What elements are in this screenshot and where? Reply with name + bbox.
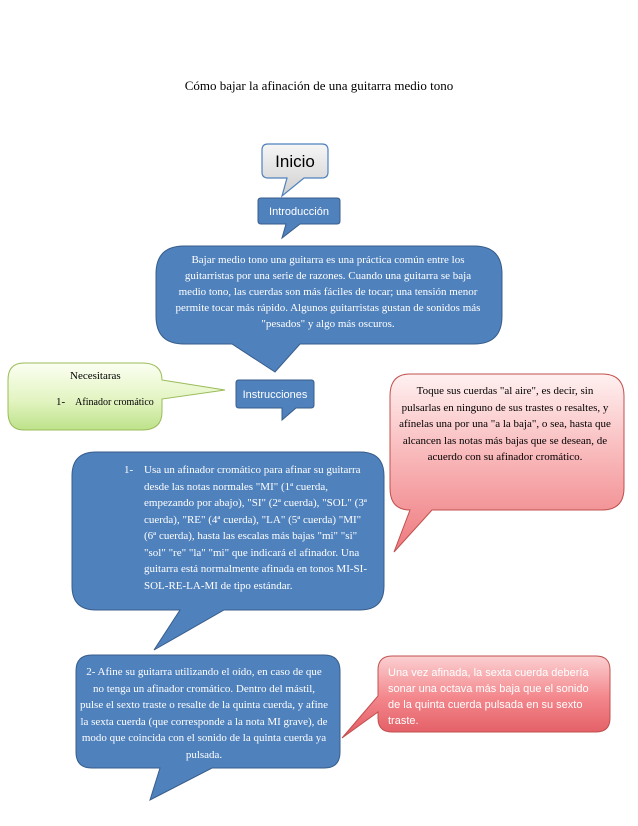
necesitaras-callout xyxy=(7,362,226,431)
paso1-callout xyxy=(71,451,385,651)
toque-cuerdas-text: Toque sus cuerdas "al aire", es decir, s… xyxy=(399,385,611,463)
necesitaras-item-label: Afinador cromático xyxy=(75,397,154,408)
bajar-medio-tono-text: Bajar medio tono una guitarra es una prá… xyxy=(175,254,481,330)
paso1-block: 1- Usa un afinador cromático para afinar… xyxy=(124,462,374,594)
paso1-number: 1- xyxy=(124,464,134,476)
introduccion-callout xyxy=(257,197,341,240)
toque-callout xyxy=(389,373,625,553)
instrucciones-callout xyxy=(235,379,315,422)
bajar-callout xyxy=(155,245,503,373)
inicio-label: Inicio xyxy=(275,152,315,171)
necesitaras-item-number: 1- xyxy=(56,396,66,408)
diagram-title: Cómo bajar la afinación de una guitarra … xyxy=(184,78,454,93)
necesitaras-title: Necesitaras xyxy=(70,370,121,382)
necesitaras-item: 1- Afinador cromático xyxy=(56,396,154,408)
paso2-text: 2- Afine su guitarra utilizando el oído,… xyxy=(80,666,329,761)
introduccion-label: Introducción xyxy=(269,206,329,218)
vez-callout xyxy=(341,655,611,739)
paso1-text: Usa un afinador cromático para afinar su… xyxy=(144,464,367,592)
paso2-callout xyxy=(75,654,341,801)
una-vez-afinada-text: Una vez afinada, la sexta cuerda debería… xyxy=(388,667,589,727)
instrucciones-label: Instrucciones xyxy=(242,389,308,401)
inicio-callout xyxy=(261,143,329,198)
